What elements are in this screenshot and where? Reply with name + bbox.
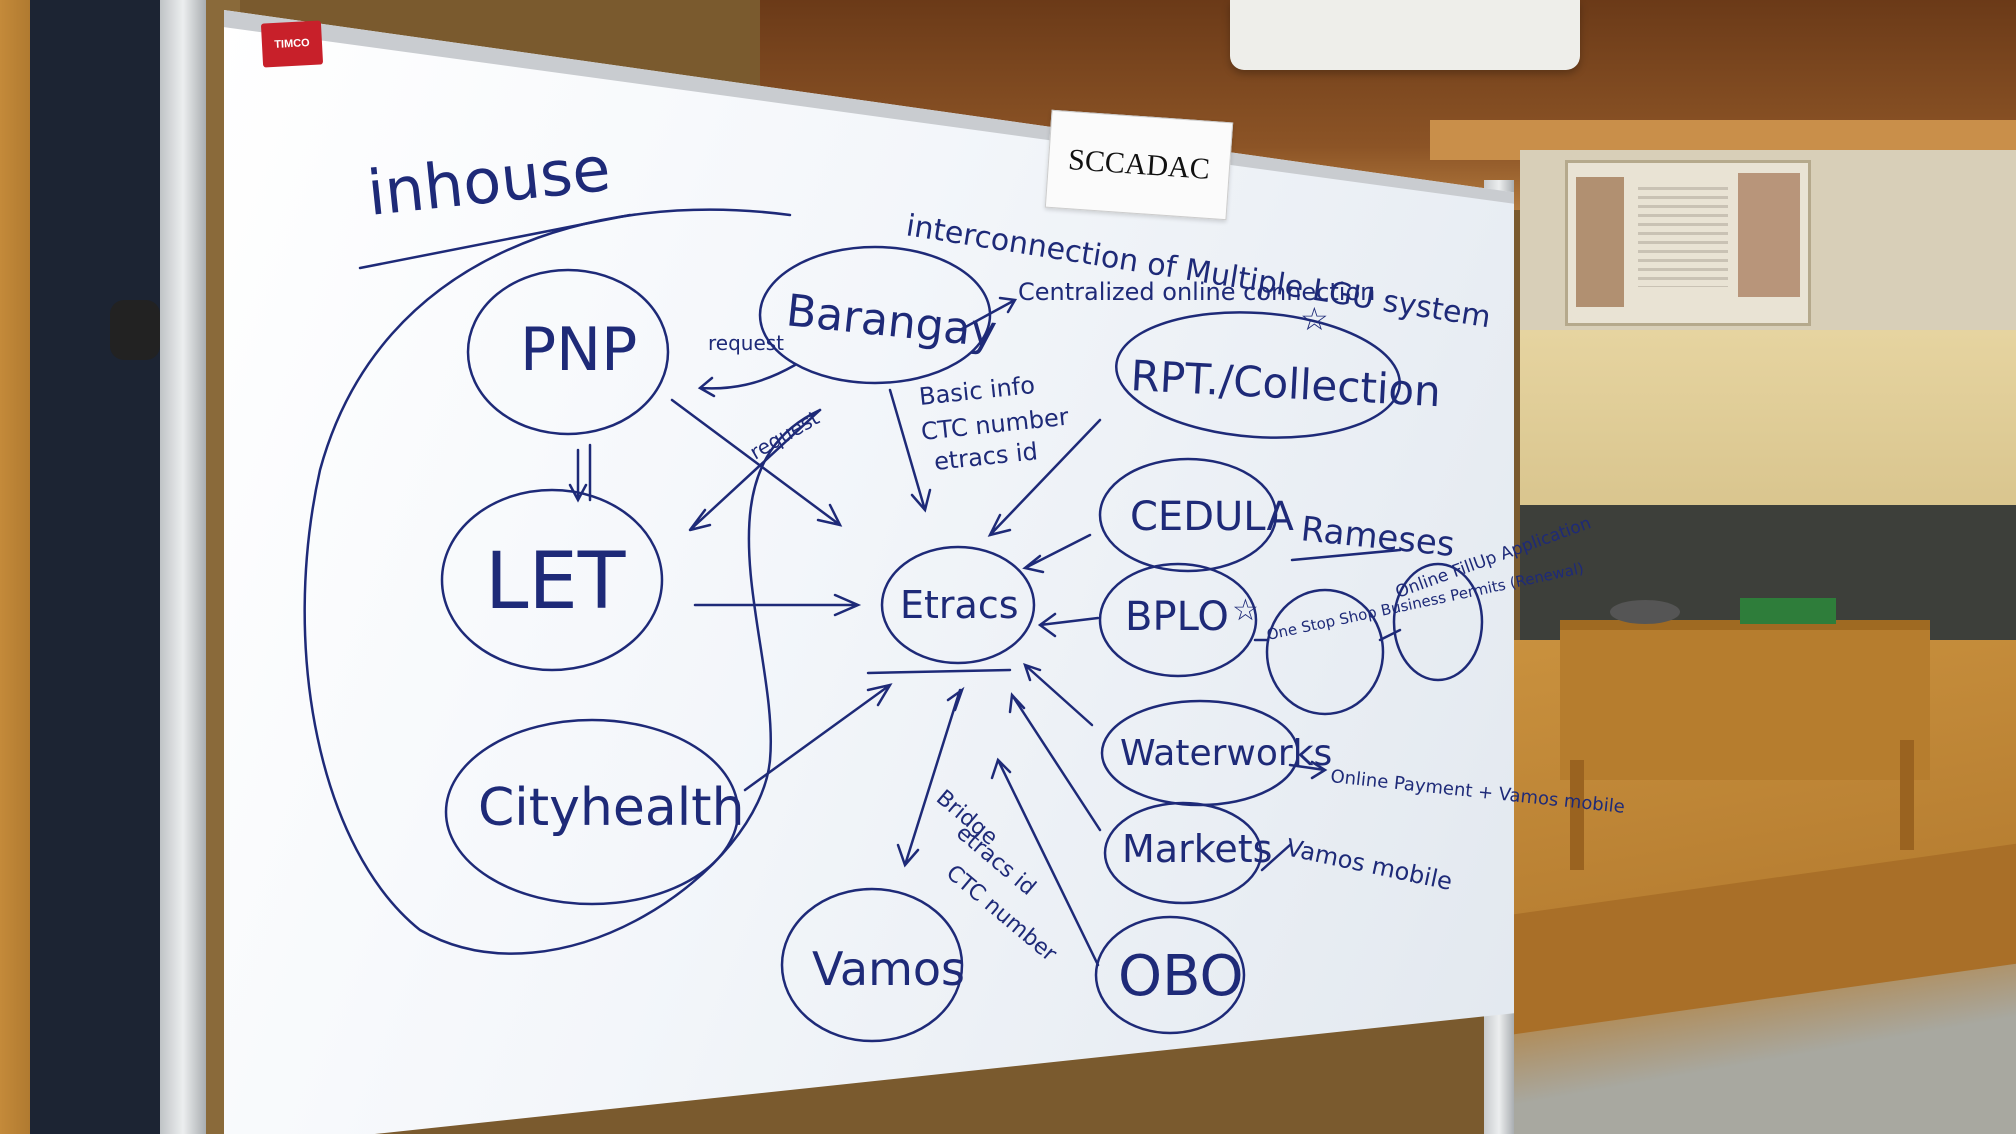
request-note-b: request bbox=[746, 405, 824, 464]
portrait-right bbox=[1738, 173, 1800, 297]
request-note-a: request bbox=[708, 331, 784, 355]
rpt-label: RPT./Collection bbox=[1129, 351, 1442, 416]
window-blinds bbox=[1520, 330, 2016, 510]
etracs-underline bbox=[866, 668, 1012, 675]
markets-to-etracs-arrow bbox=[1008, 692, 1102, 832]
let-to-etracs-arrow bbox=[693, 593, 862, 617]
markets-label: Markets bbox=[1122, 827, 1272, 871]
markets-note: Vamos mobile bbox=[1284, 833, 1455, 895]
rpt-ellipse bbox=[1115, 311, 1401, 439]
cityhealth-ellipse bbox=[444, 718, 740, 906]
pnp-ellipse bbox=[466, 268, 670, 436]
obo-label: OBO bbox=[1118, 944, 1244, 1009]
desk-nameplate bbox=[1740, 598, 1836, 624]
desk-leg bbox=[1900, 740, 1914, 850]
barangay-to-centralized-arrow bbox=[958, 296, 1018, 332]
bplo-to-etracs-arrow bbox=[1037, 612, 1100, 638]
waterworks-label: Waterworks bbox=[1120, 733, 1332, 774]
cityhealth-label: Cityhealth bbox=[478, 778, 745, 838]
waterworks-note: Online Payment + Vamos mobile bbox=[1329, 766, 1625, 818]
let-ellipse bbox=[440, 488, 664, 672]
pnp-let-arrow bbox=[568, 443, 592, 503]
inhouse-note: inhouse bbox=[364, 132, 614, 230]
pnp-to-etracs-arrow bbox=[670, 398, 843, 527]
waterworks-to-etracs-arrow bbox=[1023, 663, 1094, 727]
rameses-underline bbox=[1290, 548, 1402, 562]
centralized-note: Centralized online connection bbox=[1018, 278, 1375, 306]
cityhealth-to-etracs-arrow bbox=[743, 683, 893, 792]
onestop-to-online-arrow bbox=[1378, 628, 1402, 642]
stand-knob bbox=[110, 300, 160, 360]
cedula-label: CEDULA bbox=[1130, 494, 1294, 540]
whiteboard bbox=[224, 10, 1514, 1134]
basic-info-note: Basic info bbox=[918, 371, 1036, 411]
let-label: LET bbox=[485, 537, 626, 627]
star-icon: ☆ bbox=[1232, 593, 1259, 628]
request-arrow bbox=[688, 408, 822, 532]
inhouse-underline bbox=[358, 213, 632, 270]
bplo-ellipse bbox=[1098, 562, 1258, 678]
obo-to-etracs-arrow bbox=[990, 757, 1100, 967]
portrait-plaque bbox=[1565, 160, 1811, 326]
barangay-label: Barangay bbox=[784, 285, 999, 358]
portrait-left bbox=[1576, 177, 1624, 307]
desk-bowl bbox=[1610, 600, 1680, 624]
markets-note-line bbox=[1260, 843, 1292, 872]
onestop-ellipse bbox=[1265, 588, 1385, 716]
barangay-to-etracs-arrow bbox=[888, 388, 932, 513]
pnp-label: PNP bbox=[520, 315, 637, 385]
vamos-ellipse bbox=[780, 887, 964, 1043]
remote-arrow bbox=[697, 363, 797, 398]
vamos-label: Vamos bbox=[812, 942, 965, 996]
etracs-vamos-arrow bbox=[896, 686, 965, 868]
waterworks-note-arrow bbox=[1288, 760, 1328, 780]
plaque-text bbox=[1638, 187, 1728, 287]
etracs-label: Etracs bbox=[900, 583, 1019, 627]
desk bbox=[1560, 620, 1930, 780]
cedula-to-etracs-arrow bbox=[1022, 533, 1092, 574]
obo-ellipse bbox=[1094, 915, 1246, 1035]
markets-ellipse bbox=[1103, 801, 1263, 905]
ctc-number-note: CTC number bbox=[920, 403, 1070, 446]
cedula-ellipse bbox=[1098, 457, 1278, 573]
inhouse-loop bbox=[303, 208, 822, 955]
whiteboard-stand-left bbox=[160, 0, 206, 1134]
air-conditioner bbox=[1230, 0, 1580, 70]
bplo-label: BPLO bbox=[1125, 594, 1229, 640]
rpt-to-etracs-arrow bbox=[987, 418, 1102, 537]
online-app-ellipse bbox=[1392, 562, 1484, 682]
etracs-ellipse bbox=[880, 545, 1036, 665]
star-icon: ☆ bbox=[1300, 300, 1329, 338]
desk-leg bbox=[1570, 760, 1584, 870]
